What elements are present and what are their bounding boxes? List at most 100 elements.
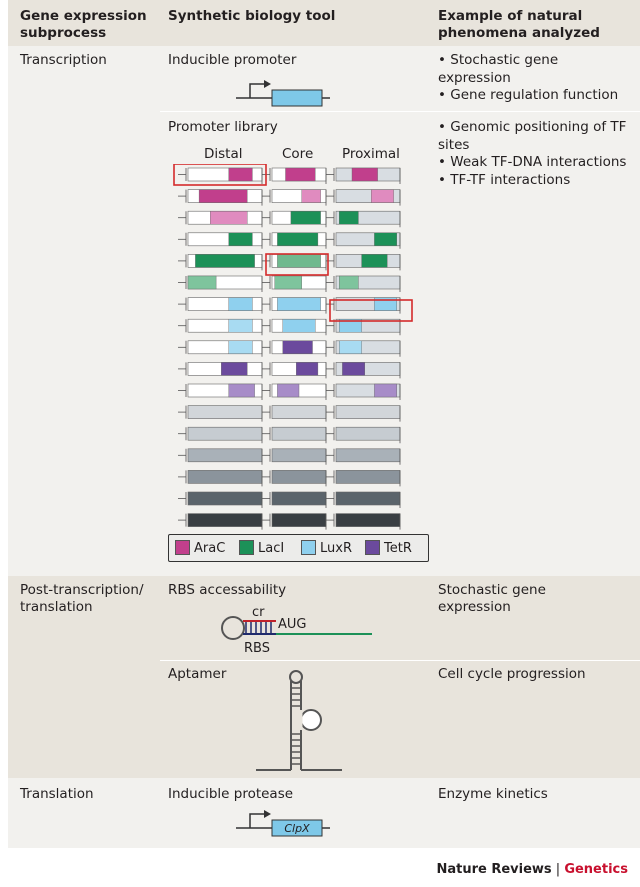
header-tool: Synthetic biology tool bbox=[168, 8, 336, 24]
legend-label: LacI bbox=[258, 541, 285, 556]
library-operator bbox=[195, 254, 255, 268]
journal-separator: | bbox=[551, 862, 565, 877]
library-operator bbox=[285, 167, 316, 182]
library-element bbox=[335, 448, 401, 463]
aptamer-diagram bbox=[256, 670, 342, 771]
library-operator bbox=[374, 297, 397, 311]
library-element bbox=[271, 405, 327, 419]
library-operator bbox=[228, 383, 255, 398]
legend-label: AraC bbox=[194, 541, 226, 556]
tool-rbs-accessability: RBS accessability bbox=[168, 582, 287, 598]
legend-label: LuxR bbox=[320, 541, 352, 556]
library-operator bbox=[228, 297, 253, 311]
subprocess-post-transcription: Post-transcription/ translation bbox=[20, 582, 144, 615]
library-operator bbox=[282, 340, 313, 355]
library-operator bbox=[277, 297, 321, 311]
rbs-cr-label: cr bbox=[252, 605, 265, 620]
library-element bbox=[335, 405, 401, 419]
divider-transcription bbox=[160, 111, 640, 112]
subprocess-transcription: Transcription bbox=[20, 52, 107, 68]
legend-item-laci: LacI bbox=[239, 540, 284, 556]
library-operator bbox=[296, 362, 319, 376]
library-operator bbox=[351, 167, 378, 182]
library-operator bbox=[374, 383, 397, 398]
library-operator bbox=[277, 383, 300, 398]
example-item: Genomic positioning of TF sites bbox=[438, 119, 633, 154]
tool-aptamer: Aptamer bbox=[168, 666, 227, 682]
inducible-promoter-diagram bbox=[236, 80, 330, 107]
header-subprocess: Gene expression subprocess bbox=[20, 8, 147, 41]
library-element bbox=[335, 426, 401, 441]
example-item-text: Genomic positioning of TF sites bbox=[438, 119, 627, 153]
tool-inducible-promoter: Inducible promoter bbox=[168, 52, 297, 68]
library-operator bbox=[277, 232, 319, 247]
example-item: TF-TF interactions bbox=[438, 172, 633, 190]
library-operator bbox=[370, 189, 394, 203]
library-operator bbox=[290, 211, 321, 225]
library-col-proximal: Proximal bbox=[342, 146, 400, 162]
library-element bbox=[335, 513, 401, 527]
library-operator bbox=[301, 189, 321, 203]
library-element bbox=[335, 491, 401, 506]
inducible-protease-diagram: ClpX bbox=[236, 810, 330, 837]
library-col-core: Core bbox=[282, 146, 314, 162]
library-operator bbox=[338, 211, 359, 225]
legend-item-arac: AraC bbox=[175, 540, 225, 556]
library-element bbox=[271, 426, 327, 441]
header-phenomena: Example of natural phenomena analyzed bbox=[438, 8, 600, 41]
library-operator bbox=[338, 340, 362, 355]
legend-item-tetr: TetR bbox=[365, 540, 412, 556]
library-element bbox=[271, 491, 327, 506]
library-operator bbox=[221, 362, 248, 376]
library-element bbox=[335, 470, 401, 484]
library-operator bbox=[228, 318, 253, 333]
library-operator bbox=[228, 167, 253, 182]
example-item: Weak TF-DNA interactions bbox=[438, 154, 633, 172]
examples-inducible-promoter: Stochastic gene expression Gene regulati… bbox=[438, 52, 633, 105]
legend-item-luxr: LuxR bbox=[301, 540, 352, 556]
library-highlight-distal bbox=[173, 164, 267, 186]
header-band bbox=[8, 0, 640, 46]
library-element bbox=[187, 426, 263, 441]
library-element bbox=[187, 513, 263, 527]
legend-swatch bbox=[365, 540, 380, 555]
example-rbs: Stochastic gene expression bbox=[438, 582, 546, 615]
library-operator bbox=[282, 318, 316, 333]
divider-post bbox=[160, 660, 640, 661]
library-operator bbox=[187, 275, 217, 290]
library-element bbox=[271, 513, 327, 527]
library-operator bbox=[374, 232, 397, 247]
library-operator bbox=[228, 340, 253, 355]
library-element bbox=[271, 470, 327, 484]
rbs-aug-label: AUG bbox=[278, 617, 306, 632]
example-enzyme-kinetics: Enzyme kinetics bbox=[438, 786, 548, 802]
example-item: Gene regulation function bbox=[438, 87, 633, 105]
library-element bbox=[187, 405, 263, 419]
library-operator bbox=[210, 211, 248, 225]
library-element bbox=[187, 448, 263, 463]
library-operator bbox=[277, 254, 321, 268]
clpx-label: ClpX bbox=[284, 822, 310, 835]
library-element bbox=[187, 491, 263, 506]
translation-band bbox=[8, 778, 640, 848]
examples-promoter-library: Genomic positioning of TF sites Weak TF-… bbox=[438, 119, 633, 189]
library-operator bbox=[228, 232, 253, 247]
post-transcription-band bbox=[8, 576, 640, 778]
rbs-hairpin-diagram: cr AUG RBS bbox=[221, 605, 372, 656]
legend-swatch bbox=[239, 540, 254, 555]
legend-swatch bbox=[175, 540, 190, 555]
library-element bbox=[187, 470, 263, 484]
promoter-library-grid bbox=[173, 164, 413, 530]
library-col-distal: Distal bbox=[204, 146, 243, 162]
journal-footer: Nature Reviews | Genetics bbox=[436, 862, 628, 877]
library-operator bbox=[361, 254, 388, 268]
legend-label: TetR bbox=[384, 541, 412, 556]
tool-inducible-protease: Inducible protease bbox=[168, 786, 294, 802]
library-highlight-core bbox=[265, 253, 329, 276]
legend-swatch bbox=[301, 540, 316, 555]
tool-promoter-library: Promoter library bbox=[168, 119, 278, 135]
library-operator bbox=[338, 318, 362, 333]
library-operator bbox=[338, 275, 359, 290]
journal-section: Genetics bbox=[564, 862, 628, 877]
library-element bbox=[271, 448, 327, 463]
